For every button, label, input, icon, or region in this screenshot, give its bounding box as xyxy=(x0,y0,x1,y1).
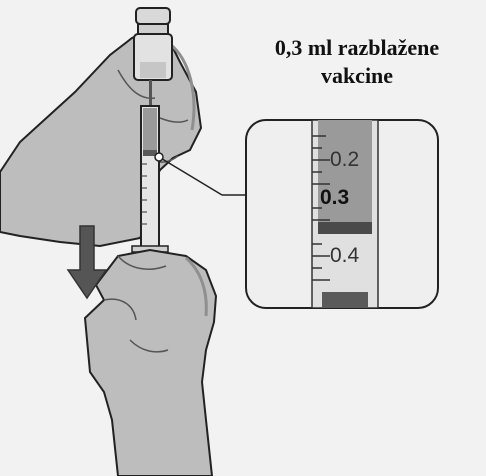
magnified-syringe-view: 0.2 0.3 0.4 xyxy=(246,120,438,308)
zoom-label-0-4: 0.4 xyxy=(330,244,360,267)
zoom-label-0-2: 0.2 xyxy=(330,148,359,171)
zoom-label-0-3: 0.3 xyxy=(320,186,349,209)
dose-caption-line1: 0,3 ml razblažene xyxy=(232,34,482,62)
lower-glove-hand xyxy=(85,250,216,476)
vaccine-vial xyxy=(134,8,172,80)
dose-caption: 0,3 ml razblažene vakcine xyxy=(232,34,482,90)
dose-caption-line2: vakcine xyxy=(232,62,482,90)
